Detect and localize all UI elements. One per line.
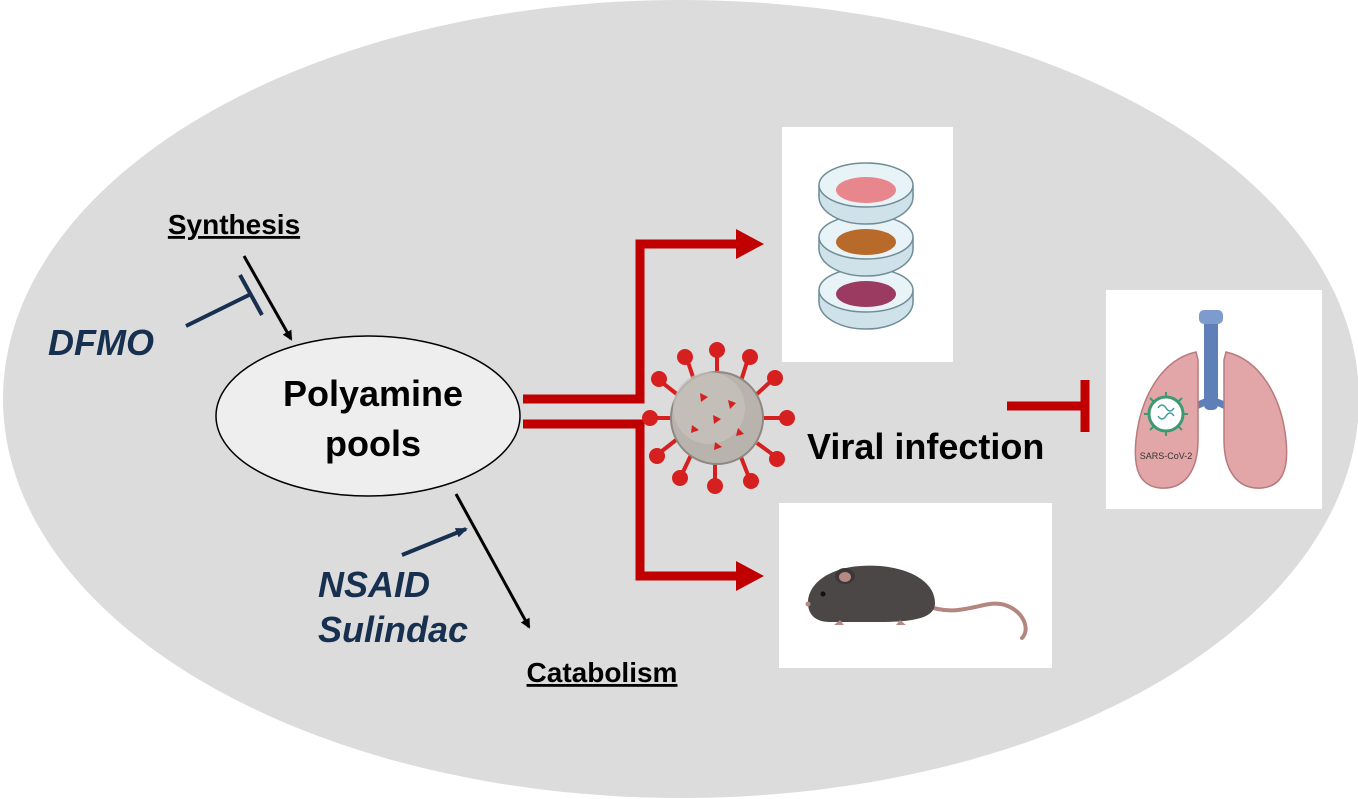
catabolism-label: Catabolism	[527, 657, 678, 688]
red-branch-arrows	[523, 239, 742, 581]
infected-lungs-icon: SARS-CoV-2	[1134, 310, 1288, 489]
sars-cov-2-label: SARS-CoV-2	[1140, 451, 1193, 461]
mouse-icon	[805, 565, 1028, 640]
polyamine-pools-ellipse	[215, 335, 521, 497]
synthesis-arrow	[242, 255, 293, 341]
polyamine-label-line1: Polyamine	[283, 373, 463, 414]
dfmo-label: DFMO	[48, 322, 154, 363]
catabolism-arrow	[454, 493, 531, 629]
dfmo-inhibition-line	[185, 274, 264, 328]
coronavirus-icon	[642, 342, 795, 494]
petri-dish-stack-icon	[818, 162, 914, 330]
nsaid-arrow	[401, 527, 468, 557]
polyamine-label-line2: pools	[325, 423, 421, 464]
arrowhead-to-mouse	[736, 561, 764, 591]
nsaid-label: NSAID	[318, 564, 430, 605]
synthesis-label: Synthesis	[168, 209, 300, 240]
viral-infection-label: Viral infection	[807, 426, 1044, 467]
sulindac-label: Sulindac	[318, 609, 468, 650]
arrowhead-to-cells	[736, 229, 764, 259]
